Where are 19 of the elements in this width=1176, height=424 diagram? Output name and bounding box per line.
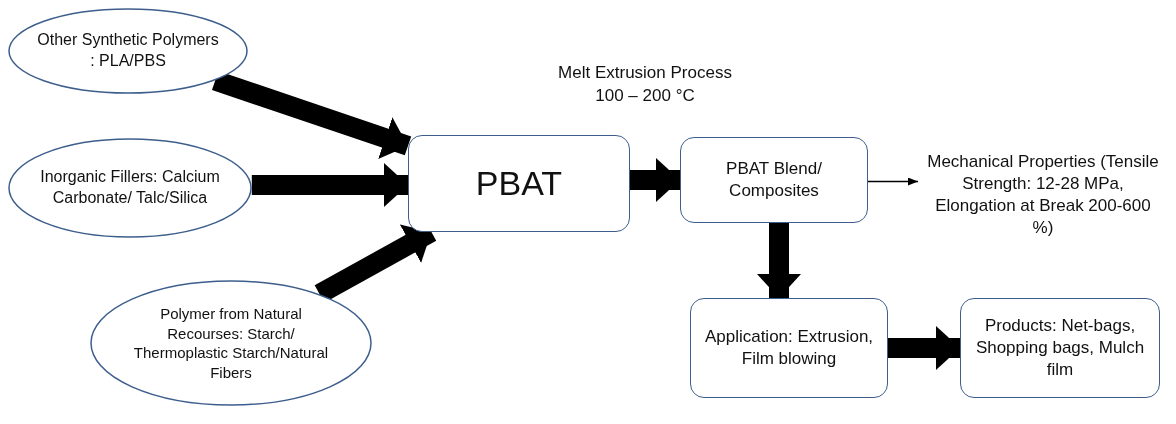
node-label: Polymer from Natural Recourses: Starch/ Thermoplastic Starch/Natural Fibers: [132, 304, 330, 382]
process-box: [680, 137, 868, 223]
process-label: Melt Extrusion Process 100 – 200 °C: [557, 62, 733, 107]
node-label: Other Synthetic Polymers : PLA/PBS: [36, 30, 220, 71]
block-arrow: [251, 163, 408, 207]
block-arrow: [757, 223, 801, 298]
block-arrow: [630, 158, 680, 202]
node-label: Inorganic Fillers: Calcium Carbonate/ Talc/Silica: [39, 167, 221, 208]
node-label: Products: Net-bags, Shopping bags, Mulch film: [974, 314, 1146, 382]
process-box: [408, 135, 630, 232]
block-arrow: [212, 71, 412, 159]
node-label: Application: Extrusion, Film blowing: [703, 325, 875, 370]
annotation-text: Mechanical Properties (Tensile Strength: 12-28 MPa, Elongation at Break 200-600 %): [926, 150, 1160, 240]
process-box: [690, 298, 888, 398]
process-box: [960, 298, 1160, 398]
node-label: PBAT: [475, 163, 563, 205]
arrow: [867, 177, 919, 186]
node-label: PBAT Blend/ Composites: [725, 157, 823, 202]
block-arrow: [888, 326, 960, 370]
